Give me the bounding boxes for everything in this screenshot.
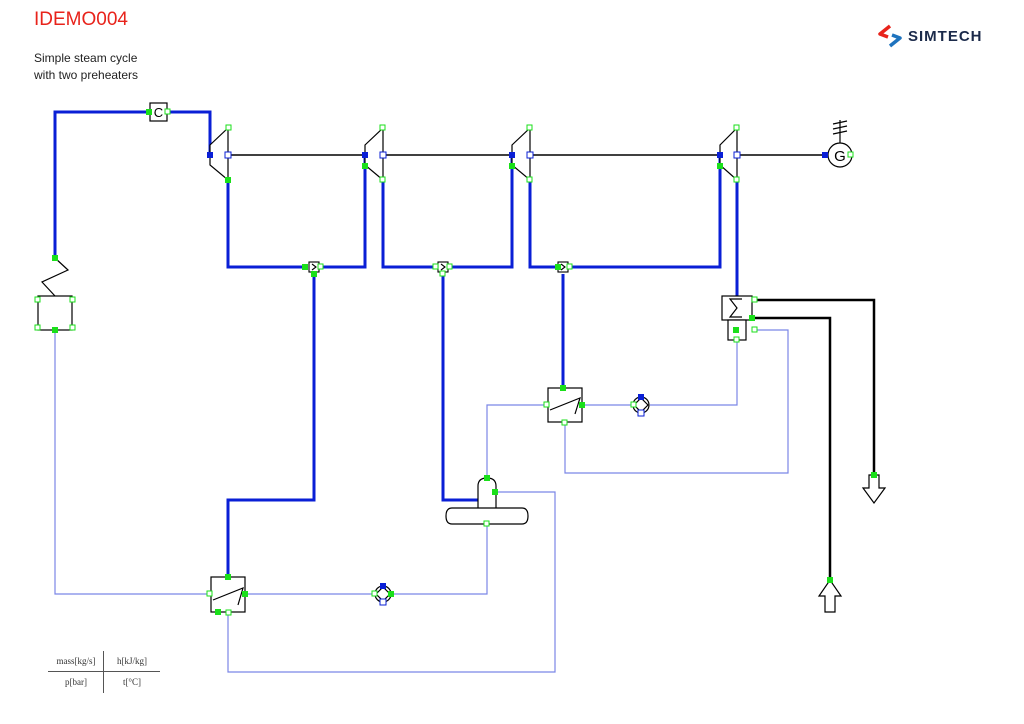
steam-lines	[53, 110, 739, 577]
legend-pressure: p[bar]	[65, 677, 87, 687]
legend-mass: mass[kg/s]	[56, 656, 96, 666]
generator[interactable]: G	[827, 120, 853, 168]
legend-enthalpy: h[kJ/kg]	[117, 656, 147, 666]
subtitle-line-2: with two preheaters	[34, 68, 139, 82]
connector-ports	[34, 108, 877, 616]
legend-temperature: t[°C]	[122, 677, 142, 687]
simtech-logo-icon	[878, 24, 902, 48]
subtitle-line-1: Simple steam cycle	[34, 51, 138, 65]
cooling-water-outlet[interactable]	[861, 474, 887, 505]
boiler[interactable]	[37, 257, 73, 331]
condenser-hx[interactable]	[721, 295, 753, 341]
legend-divider-horizontal	[48, 671, 160, 672]
brand-name: SIMTECH	[908, 27, 983, 45]
page-subtitle: Simple steam cycle with two preheaters	[34, 50, 138, 84]
legend-divider-vertical	[103, 651, 104, 693]
generator-label: G	[834, 148, 846, 165]
water-lines	[54, 329, 789, 673]
feedwater-tank[interactable]	[445, 477, 529, 525]
condenser-c-label: C	[154, 105, 163, 120]
page-title: IDEMO004	[34, 9, 128, 30]
brand-logo: SIMTECH	[876, 24, 983, 48]
preheater-high[interactable]	[210, 576, 246, 613]
results-legend: mass[kg/s] h[kJ/kg] p[bar] t[°C]	[48, 651, 160, 693]
condenser-c[interactable]: C	[149, 102, 168, 122]
cooling-water-lines	[752, 298, 876, 580]
cooling-water-inlet[interactable]	[817, 578, 843, 613]
preheater-low[interactable]	[547, 387, 583, 423]
